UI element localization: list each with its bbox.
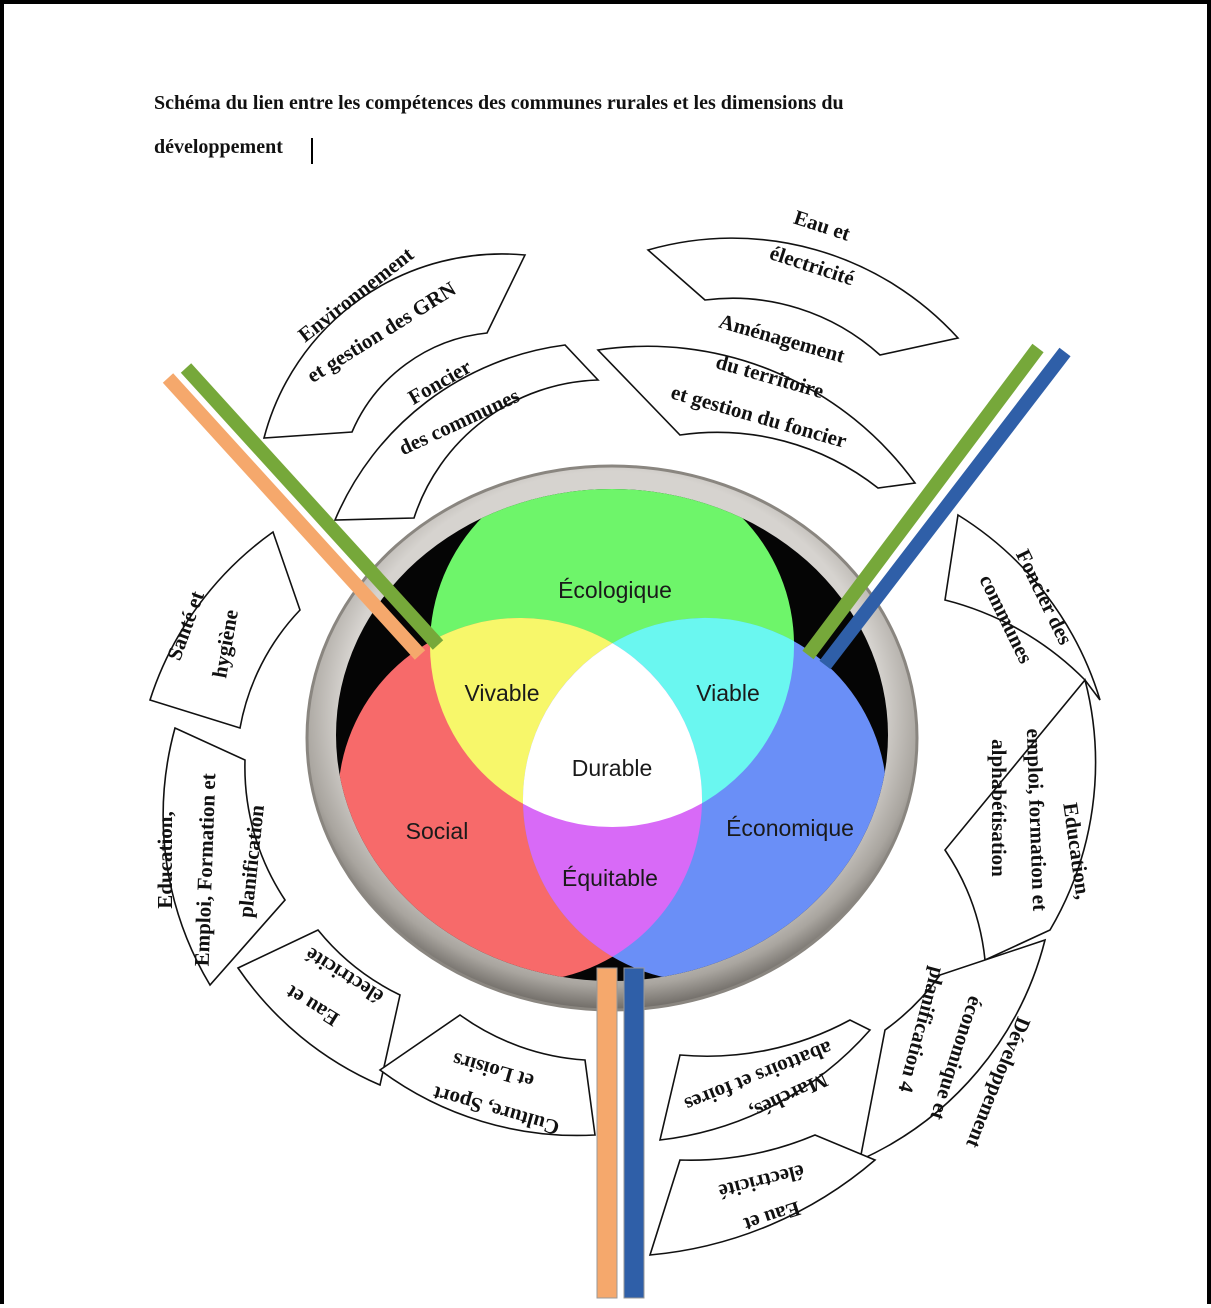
petal-foncier-droite bbox=[944, 513, 1101, 701]
label-ecologique: Écologique bbox=[558, 577, 672, 603]
text-education-d-3: alphabétisation bbox=[987, 739, 1011, 877]
label-vivable: Vivable bbox=[464, 680, 539, 706]
pillar-bottom bbox=[596, 967, 645, 1299]
text-eau-top-1: Eau et bbox=[791, 205, 853, 246]
petal-developpement bbox=[858, 938, 1047, 1162]
venn-diagram bbox=[338, 489, 887, 981]
label-durable: Durable bbox=[572, 755, 653, 781]
petal-eau-electricite-bas-droite bbox=[648, 1134, 877, 1256]
label-social: Social bbox=[406, 818, 469, 844]
label-equitable: Équitable bbox=[562, 865, 658, 891]
petal-amenagement bbox=[596, 345, 917, 489]
text-cursor bbox=[311, 138, 313, 164]
diagram-title-line-2: développement bbox=[154, 136, 283, 158]
venn-durable bbox=[522, 643, 703, 828]
competence-petals bbox=[148, 237, 1101, 1256]
petal-sante bbox=[148, 530, 301, 730]
petal-foncier-communes bbox=[333, 344, 600, 521]
petal-education-gauche bbox=[162, 726, 287, 987]
pillar-top-left bbox=[162, 363, 444, 660]
petal-marches bbox=[658, 1019, 872, 1141]
petal-environnement bbox=[262, 253, 527, 439]
petal-eau-electricite-top bbox=[646, 237, 960, 356]
petal-education-droite bbox=[944, 678, 1097, 962]
label-economique: Économique bbox=[726, 815, 854, 841]
pillar-top-right bbox=[802, 343, 1071, 670]
petal-eau-electricite-bas-gauche bbox=[236, 929, 401, 1087]
petal-culture bbox=[378, 1014, 596, 1137]
diagram-title-line-1: Schéma du lien entre les compétences des… bbox=[154, 92, 844, 114]
text-education-g-1: Education, bbox=[153, 811, 177, 908]
label-viable: Viable bbox=[696, 680, 760, 706]
